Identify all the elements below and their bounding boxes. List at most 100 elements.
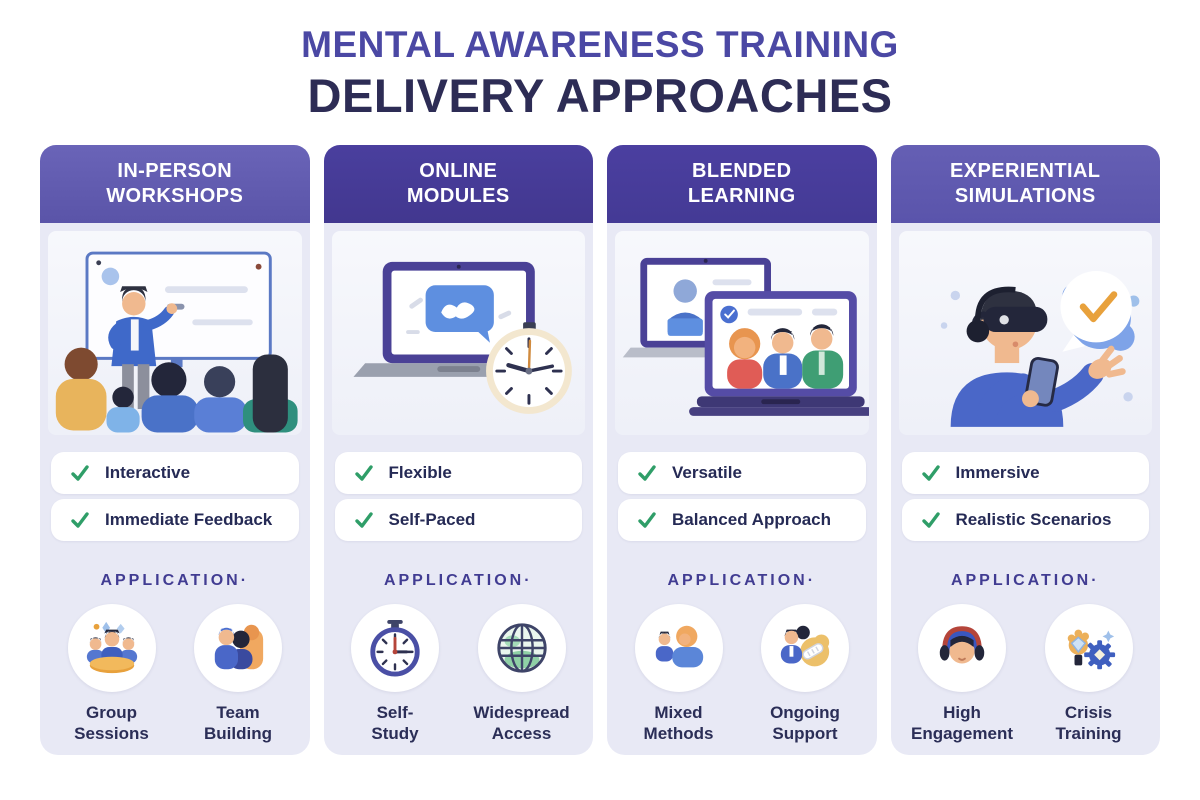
card-body: Versatile Balanced Approach APPLICATION·: [607, 223, 877, 755]
application-heading: APPLICATION·: [667, 572, 817, 589]
feature-item: Balanced Approach: [618, 499, 866, 541]
application-label-line1: Self-: [376, 703, 414, 722]
application-label-line2: Study: [371, 724, 419, 744]
checkmark-icon: [354, 512, 373, 528]
ongoing-support-icon: [761, 604, 849, 692]
team-building-glyph: [214, 624, 264, 670]
group-sessions-glyph: [86, 621, 137, 674]
application-item: Self- Study: [336, 604, 454, 745]
presenter-whiteboard-audience-illustration: [48, 231, 302, 435]
ongoing-support-glyph: [780, 625, 830, 667]
applications-row: Self- Study: [324, 604, 594, 745]
application-section: APPLICATION·: [324, 572, 594, 745]
checkmark-icon: [638, 465, 656, 481]
vr-headset-person-illustration: [898, 231, 1152, 435]
application-label: Crisis Training: [1055, 702, 1121, 745]
card-title-line2: SIMULATIONS: [954, 185, 1096, 207]
applications-row: High Engagement: [891, 604, 1161, 745]
card-title-line1: EXPERIENTIAL: [950, 160, 1101, 182]
card-title: BLENDED LEARNING: [688, 159, 796, 209]
checkmark-icon: [921, 465, 940, 481]
columns-container: IN-PERSON WORKSHOPS: [0, 145, 1200, 755]
laptop-chat-clock-illustration: [331, 231, 585, 435]
application-label-line1: Team: [216, 703, 260, 722]
application-label: Ongoing Support: [770, 702, 840, 745]
application-label: Group Sessions: [74, 702, 149, 745]
headphones-glyph: [939, 626, 985, 664]
application-label: Self- Study: [371, 702, 418, 745]
application-item: Widespread Access: [463, 604, 581, 745]
feature-item: Versatile: [618, 452, 866, 494]
card-title-line2: MODULES: [406, 185, 510, 207]
application-label: Team Building: [204, 702, 272, 745]
feature-item: Immediate Feedback: [51, 499, 299, 541]
applications-row: Group Sessions: [40, 604, 310, 745]
headphones-engagement-icon: [918, 604, 1006, 692]
card-blended-learning: BLENDED LEARNING: [607, 145, 877, 755]
page-title-line1: MENTAL AWARENESS TRAINING: [301, 24, 899, 65]
features-list: Interactive Immediate Feedback: [40, 447, 310, 546]
feature-label: Immersive: [955, 463, 1040, 482]
vr-scene-graphic: [940, 271, 1139, 427]
application-label-line1: Ongoing: [770, 703, 840, 722]
feature-label: Balanced Approach: [672, 510, 832, 529]
card-title-line2: LEARNING: [687, 185, 796, 207]
card-body: Interactive Immediate Feedback APPLICATI…: [40, 223, 310, 755]
application-label-line2: Training: [1055, 724, 1122, 744]
crisis-training-glyph: [1067, 629, 1115, 670]
feature-item: Realistic Scenarios: [901, 499, 1149, 541]
application-label-line2: Support: [772, 724, 838, 744]
application-heading: APPLICATION·: [950, 572, 1100, 589]
card-online-modules: ONLINE MODULES: [323, 145, 594, 755]
checkmark-icon: [354, 465, 373, 481]
features-list: Versatile Balanced Approach: [607, 447, 877, 546]
checkmark-icon: [71, 512, 89, 528]
application-label-line1: High: [943, 703, 981, 722]
page-title: MENTAL AWARENESS TRAINING DELIVERY APPRO…: [0, 0, 1200, 123]
application-label-line2: Access: [491, 724, 552, 744]
mixed-methods-glyph: [655, 625, 703, 668]
checkmark-icon: [71, 465, 89, 481]
card-header-experiential: EXPERIENTIAL SIMULATIONS: [890, 145, 1160, 223]
feature-label: Realistic Scenarios: [955, 510, 1112, 529]
application-label: Mixed Methods: [644, 702, 714, 745]
application-section: APPLICATION·: [607, 572, 877, 745]
application-label-line1: Widespread: [473, 703, 570, 722]
application-label: High Engagement: [911, 702, 1013, 745]
card-header-online: ONLINE MODULES: [323, 145, 593, 223]
application-label-line1: Group: [86, 703, 137, 722]
card-experiential-simulations: EXPERIENTIAL SIMULATIONS: [890, 145, 1161, 755]
feature-item: Self-Paced: [334, 499, 582, 541]
features-list: Flexible Self-Paced: [324, 447, 594, 546]
card-title: IN-PERSON WORKSHOPS: [106, 159, 243, 209]
two-laptops-video-call-illustration: [615, 231, 869, 435]
features-list: Immersive Realistic Scenarios: [891, 447, 1161, 546]
checkmark-icon: [638, 512, 656, 528]
globe-icon: [477, 604, 566, 692]
group-sessions-icon: [67, 604, 156, 692]
card-title-line1: IN-PERSON: [117, 160, 233, 182]
application-item: Team Building: [179, 604, 297, 745]
application-label-line1: Mixed: [654, 703, 703, 722]
feature-item: Interactive: [51, 452, 299, 494]
card-header-blended: BLENDED LEARNING: [607, 145, 877, 223]
application-section: APPLICATION·: [40, 572, 310, 745]
application-item: Mixed Methods: [620, 604, 738, 745]
workshop-scene-graphic: [55, 251, 298, 433]
application-label: Widespread Access: [473, 702, 569, 745]
application-item: Group Sessions: [53, 604, 171, 745]
application-heading: APPLICATION·: [100, 572, 250, 589]
application-section: APPLICATION·: [891, 572, 1161, 745]
application-label-line2: Sessions: [74, 724, 149, 744]
feature-label: Interactive: [105, 463, 191, 482]
card-title-line2: WORKSHOPS: [106, 185, 244, 207]
stopwatch-icon: [351, 604, 439, 692]
feature-item: Flexible: [334, 452, 582, 494]
application-label-line2: Engagement: [910, 724, 1014, 744]
feature-label: Flexible: [388, 463, 452, 482]
card-body: Immersive Realistic Scenarios APPLICATIO…: [890, 223, 1161, 755]
checkmark-icon: [921, 512, 940, 528]
card-title: EXPERIENTIAL SIMULATIONS: [950, 159, 1100, 209]
card-title-line1: BLENDED: [692, 160, 792, 182]
